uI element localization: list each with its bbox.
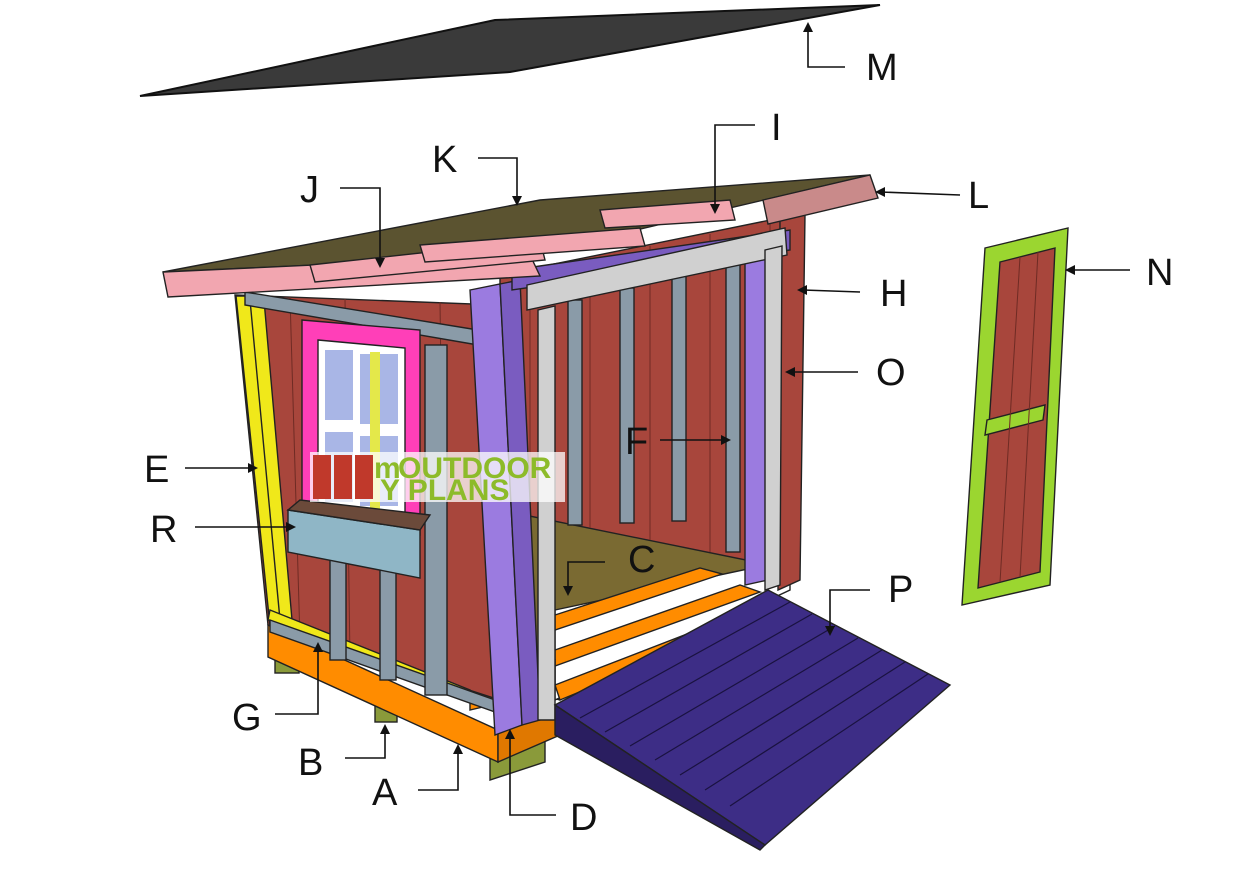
label-k: K	[432, 139, 457, 181]
label-c: C	[628, 539, 655, 581]
watermark-prefix: m	[374, 452, 401, 485]
label-g: G	[232, 697, 262, 739]
label-j: J	[300, 169, 319, 211]
label-p: P	[888, 569, 913, 611]
leader-lines	[185, 22, 1130, 816]
label-f: F	[625, 421, 648, 463]
label-h: H	[880, 273, 907, 315]
watermark-line1: OUTDOOR	[398, 452, 552, 485]
door-panel	[961, 227, 1069, 606]
label-n: N	[1146, 252, 1173, 294]
roof-deck	[162, 174, 871, 298]
watermark-line2: Y PLANS	[380, 474, 509, 507]
roof-sheet	[139, 4, 881, 97]
label-i: I	[771, 107, 782, 149]
label-r: R	[150, 509, 177, 551]
label-m: M	[866, 47, 898, 89]
planter-box	[286, 499, 432, 579]
label-e: E	[144, 449, 169, 491]
label-l: L	[968, 175, 989, 217]
ramp	[553, 589, 952, 851]
door-jambs	[526, 227, 788, 721]
label-b: B	[298, 742, 323, 784]
label-a: A	[372, 772, 398, 814]
back-wall	[499, 214, 796, 571]
part-labels: M I K J L N H O F E R C P G B A D	[144, 47, 1173, 839]
label-d: D	[570, 797, 597, 839]
fascia	[762, 174, 879, 225]
watermark-logo: m OUTDOOR Y PLANS	[310, 452, 565, 507]
label-o: O	[876, 352, 906, 394]
